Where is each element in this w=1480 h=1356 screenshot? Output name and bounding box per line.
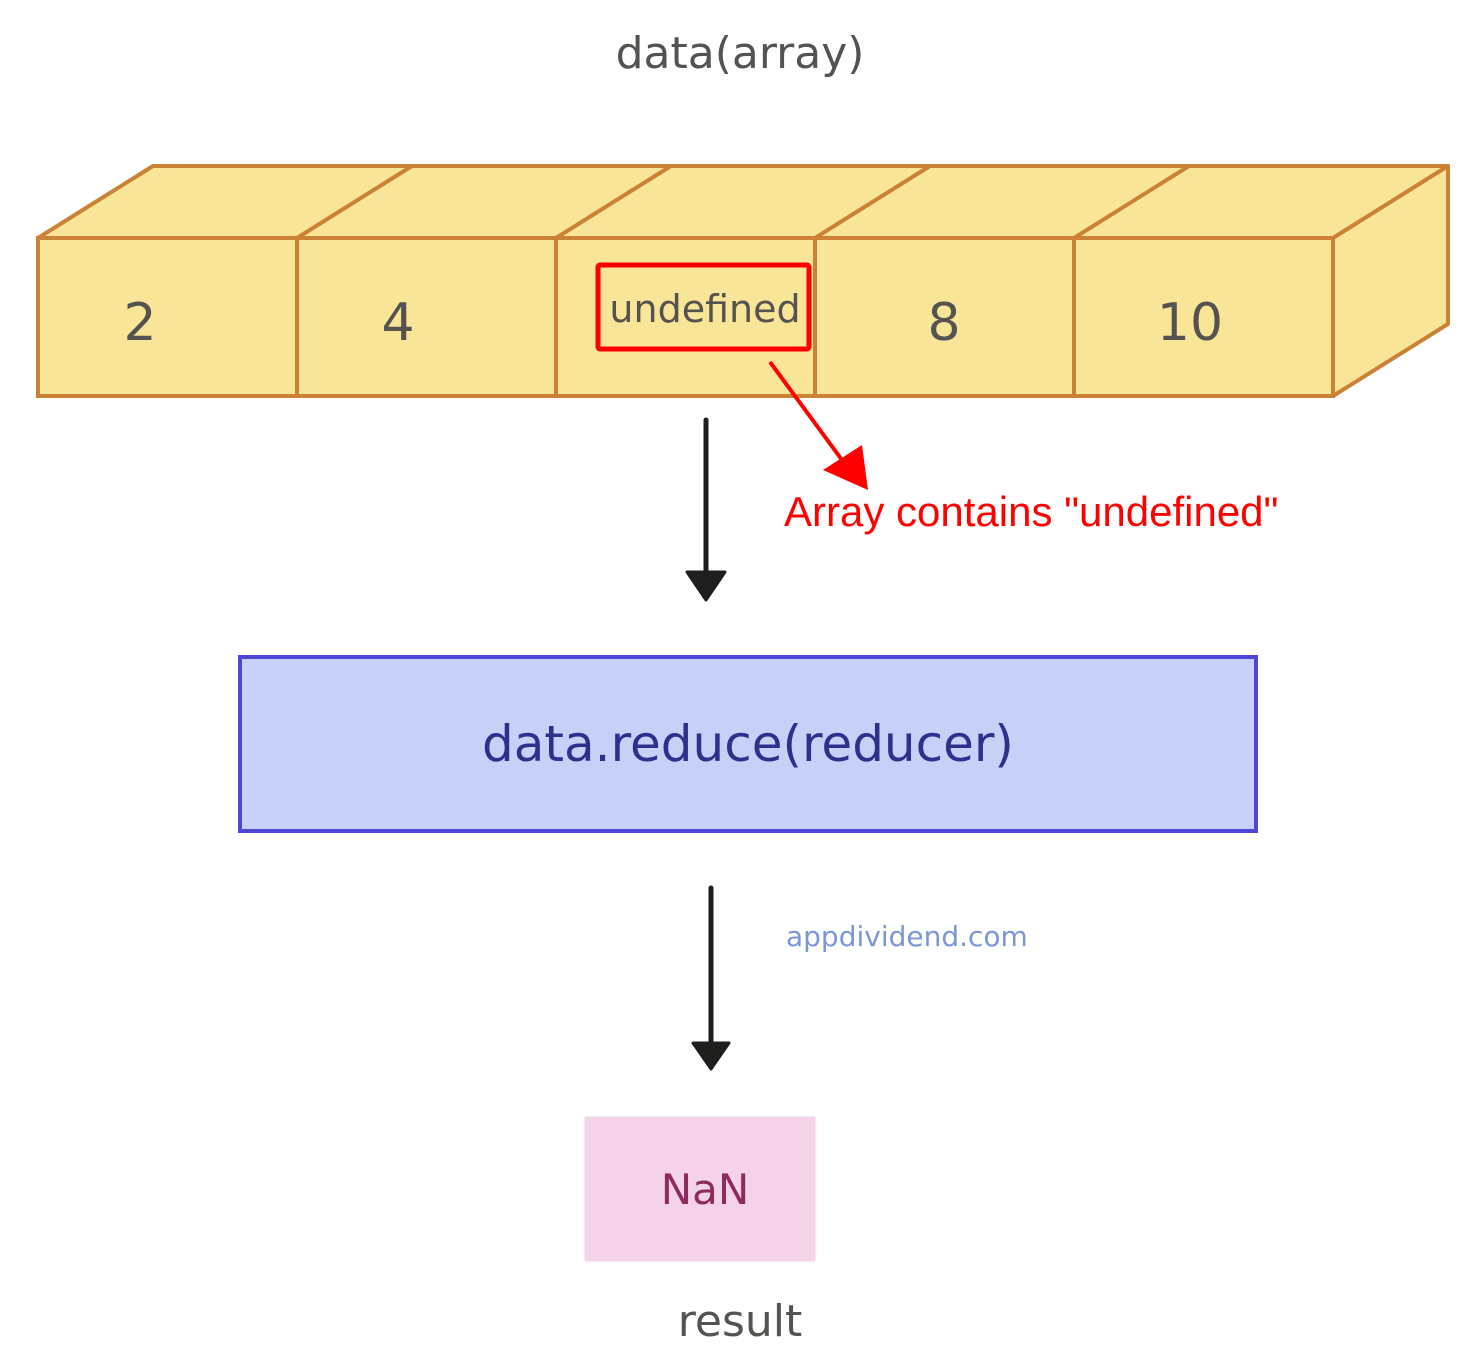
cell-top-divider xyxy=(554,164,673,240)
reduce-operation-label: data.reduce(reducer) xyxy=(482,715,1014,773)
down-arrow-icon xyxy=(685,417,727,602)
down-arrow-icon xyxy=(691,885,731,1071)
array-cell-value: 2 xyxy=(123,293,156,353)
array-cell-value: 10 xyxy=(1157,293,1223,353)
array-top-face xyxy=(36,164,1450,240)
result-box: NaN xyxy=(585,1117,815,1261)
watermark: appdividend.com xyxy=(786,920,1028,953)
cell-top-divider xyxy=(813,164,932,240)
cell-top-divider xyxy=(295,164,414,240)
result-value: NaN xyxy=(660,1164,750,1214)
result-label: result xyxy=(677,1296,803,1347)
cell-top-divider xyxy=(1072,164,1191,240)
array-cell-value: 8 xyxy=(927,293,960,353)
array-cell-value: 4 xyxy=(381,293,414,353)
undefined-highlight-box xyxy=(595,262,812,352)
array-title: data(array) xyxy=(615,28,865,79)
array-cell-value: undefined xyxy=(609,287,800,331)
reduce-operation-box: data.reduce(reducer) xyxy=(238,655,1258,833)
undefined-annotation: Array contains "undefined" xyxy=(784,488,1279,535)
red-pointer-arrow-icon xyxy=(768,360,868,490)
